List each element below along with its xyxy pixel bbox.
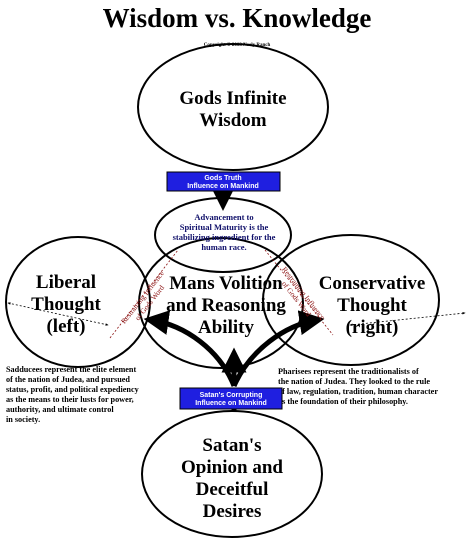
liberal-thought-circle xyxy=(5,236,151,368)
liberal-label-2: Thought xyxy=(31,294,101,315)
conservative-thought-circle xyxy=(262,234,440,366)
spiritual-text-2: Spiritual Maturity is the xyxy=(180,222,269,232)
sadducees-text-5: authority, and ultimate control xyxy=(6,405,114,414)
conservative-label-1: Conservative xyxy=(319,273,426,294)
satans-corrupting-box xyxy=(179,387,283,410)
gods-wisdom-label-2: Wisdom xyxy=(199,110,266,131)
sadducees-text-4: as the means to their lusts for power, xyxy=(6,395,134,404)
mans-volition-circle xyxy=(138,237,304,369)
gods-wisdom-label-1: Gods Infinite xyxy=(179,88,286,109)
sadducees-text-6: in society. xyxy=(6,415,40,424)
gods-truth-box xyxy=(166,171,281,192)
corrupting-label-1: Satan's Corrupting xyxy=(200,392,263,399)
volition-label-3: Ability xyxy=(198,317,254,338)
conservative-label-2: Thought xyxy=(337,295,407,316)
pharisees-text-3: of law, regulation, tradition, human cha… xyxy=(278,387,438,396)
satans-label-1: Satan's xyxy=(202,435,261,456)
spiritual-text-1: Advancement to xyxy=(194,212,253,222)
satans-label-4: Desires xyxy=(203,501,262,522)
sadducees-text-2: of the nation of Judea, and pursued xyxy=(6,375,130,384)
corrupt-arrow-right xyxy=(231,310,325,388)
right-extent-arrow xyxy=(349,311,466,327)
liberal-label-1: Liberal xyxy=(36,272,96,293)
spiritual-text-4: human race. xyxy=(201,242,246,252)
corrupt-arrow-left xyxy=(143,310,237,387)
left-extent-arrow xyxy=(7,302,109,326)
spiritual-text-3: stabilizing ingredient for the xyxy=(173,232,276,242)
volition-label-1: Mans Volition xyxy=(169,273,283,294)
satans-label-2: Opinion and xyxy=(181,457,283,478)
volition-label-2: and Reasoning xyxy=(166,295,286,316)
pharisees-text-2: the nation of Judea. They looked to the … xyxy=(278,377,430,386)
sadducees-text-3: status, profit, and political expediency xyxy=(6,385,140,394)
corrupting-label-2: Influence on Mankind xyxy=(195,400,267,407)
pharisees-text-1: Pharisees represent the traditionalists … xyxy=(278,367,419,376)
satans-label-3: Deceitful xyxy=(196,479,269,500)
gods-truth-label-2: Influence on Mankind xyxy=(187,183,259,190)
page-title: Wisdom vs. Knowledge xyxy=(103,3,372,33)
sadducees-text-1: Sadducees represent the elite element xyxy=(6,365,136,374)
gods-wisdom-circle xyxy=(137,43,329,171)
conservative-label-3: (right) xyxy=(346,317,399,338)
gods-truth-label-1: Gods Truth xyxy=(204,175,241,182)
restrain-left-line xyxy=(109,249,179,339)
liberal-label-3: (left) xyxy=(46,316,85,337)
pharisees-text-4: as the foundation of their philosophy. xyxy=(278,397,408,406)
